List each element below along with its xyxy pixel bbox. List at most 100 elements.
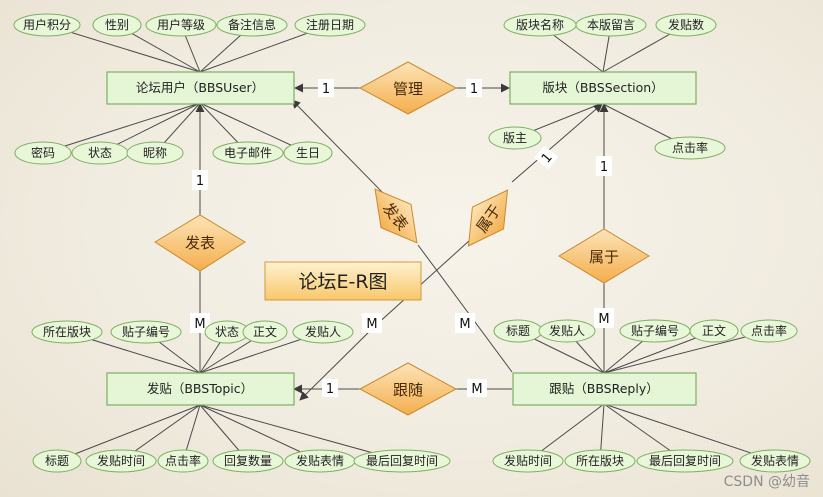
relationship-follow[interactable]: 跟随: [358, 362, 458, 416]
attribute-label: 发贴时间: [504, 453, 552, 468]
attribute-reply-bottom-1[interactable]: 所在版块: [564, 449, 636, 473]
attribute-label: 版块名称: [516, 17, 564, 32]
cardinality-topic-user: 1: [196, 174, 204, 189]
attribute-label: 性别: [105, 18, 129, 32]
attribute-section-bottom-0[interactable]: 版主: [488, 126, 542, 150]
attribute-user-top-0[interactable]: 用户积分: [13, 13, 81, 37]
attribute-topic-top-2[interactable]: 状态: [204, 320, 250, 344]
attribute-label: 所在版块: [576, 454, 624, 468]
attribute-label: 贴子编号: [631, 323, 679, 338]
attribute-label: 注册日期: [306, 17, 354, 32]
attribute-section-bottom-1[interactable]: 点击率: [654, 136, 726, 160]
attribute-label: 用户等级: [157, 17, 205, 32]
attribute-reply-bottom-0[interactable]: 发贴时间: [492, 449, 564, 473]
attribute-layer: 用户积分性别用户等级备注信息注册日期密码状态昵称电子邮件生日版块名称本版留言发贴…: [13, 13, 811, 473]
attribute-label: 发贴数: [668, 17, 704, 32]
relationship-reply-belongs-label: 属于: [589, 248, 619, 266]
attribute-topic-top-4[interactable]: 发贴人: [292, 320, 354, 344]
relationship-reply-belongs[interactable]: 属于: [558, 228, 650, 284]
attribute-label: 状态: [88, 146, 112, 160]
attribute-user-top-1[interactable]: 性别: [92, 13, 142, 37]
cardinality-follow-topic: 1: [326, 382, 334, 397]
attribute-topic-bottom-0[interactable]: 标题: [32, 449, 82, 473]
relationship-topic-belongs[interactable]: 属于: [453, 179, 523, 256]
entity-user-label: 论坛用户（BBSUser）: [136, 80, 264, 95]
attribute-label: 标题: [45, 454, 69, 468]
attribute-user-bottom-0[interactable]: 密码: [14, 141, 72, 165]
relationship-post-topic[interactable]: 发表: [154, 214, 246, 272]
attribute-label: 发贴表情: [296, 453, 344, 468]
attribute-reply-top-1[interactable]: 发贴人: [538, 319, 596, 343]
attribute-user-top-3[interactable]: 备注信息: [216, 13, 288, 37]
entity-topic-label: 发贴（BBSTopic）: [147, 381, 253, 396]
attribute-label: 标题: [506, 324, 530, 338]
attribute-user-bottom-3[interactable]: 电子邮件: [212, 141, 284, 165]
entity-user[interactable]: 论坛用户（BBSUser）: [106, 71, 295, 105]
attribute-reply-top-3[interactable]: 正文: [689, 319, 739, 343]
attribute-topic-bottom-3[interactable]: 回复数量: [212, 449, 284, 473]
attribute-label: 发贴人: [549, 323, 585, 338]
attribute-label: 电子邮件: [224, 146, 272, 160]
attribute-label: 最后回复时间: [366, 454, 438, 468]
relationship-manage-label: 管理: [393, 80, 423, 98]
attribute-user-bottom-1[interactable]: 状态: [71, 141, 129, 165]
relationship-manage[interactable]: 管理: [358, 61, 458, 115]
diagram-title-text: 论坛E-R图: [298, 271, 387, 293]
watermark-text: CSDN @幼音: [724, 473, 810, 490]
attribute-label: 密码: [31, 145, 55, 160]
attribute-label: 用户积分: [23, 17, 71, 32]
attribute-topic-top-0[interactable]: 所在版块: [31, 320, 103, 344]
entity-reply[interactable]: 跟贴（BBSReply）: [512, 372, 697, 406]
attribute-label: 正文: [702, 323, 726, 338]
attribute-label: 发贴表情: [751, 453, 799, 468]
attribute-label: 发贴时间: [97, 453, 145, 468]
attribute-reply-bottom-3[interactable]: 发贴表情: [739, 449, 811, 473]
attribute-label: 正文: [253, 324, 277, 339]
attribute-label: 发贴人: [305, 324, 341, 339]
attribute-topic-bottom-5[interactable]: 最后回复时间: [353, 449, 451, 473]
cardinality-reply-user-many: M: [366, 317, 377, 332]
attribute-reply-bottom-2[interactable]: 最后回复时间: [636, 449, 734, 473]
attribute-label: 版主: [503, 131, 527, 145]
attribute-label: 状态: [215, 325, 239, 339]
attribute-reply-top-2[interactable]: 贴子编号: [619, 319, 691, 343]
attribute-label: 点击率: [672, 140, 708, 155]
attribute-topic-bottom-1[interactable]: 发贴时间: [85, 449, 157, 473]
attribute-label: 昵称: [143, 146, 167, 160]
attribute-user-bottom-4[interactable]: 生日: [283, 141, 333, 165]
attribute-label: 最后回复时间: [649, 454, 721, 468]
attribute-label: 生日: [296, 146, 320, 160]
attribute-topic-top-1[interactable]: 贴子编号: [110, 320, 182, 344]
relationship-post-reply[interactable]: 发表: [360, 178, 432, 255]
cardinality-labels: 1 1 1 M M 1 1 M 1 M M: [190, 79, 614, 397]
entity-reply-label: 跟贴（BBSReply）: [549, 381, 659, 396]
attribute-label: 本版留言: [587, 18, 635, 32]
attribute-label: 所在版块: [43, 325, 91, 339]
attribute-reply-top-4[interactable]: 点击率: [740, 319, 798, 343]
attribute-label: 点击率: [751, 323, 787, 338]
attribute-label: 点击率: [165, 453, 201, 468]
cardinality-follow-reply: M: [471, 382, 482, 397]
cardinality-reply-section: 1: [600, 160, 608, 175]
attribute-section-top-2[interactable]: 发贴数: [655, 13, 717, 37]
cardinality-reply-section-many: M: [598, 312, 609, 327]
attribute-topic-top-3[interactable]: 正文: [242, 320, 288, 344]
attribute-topic-bottom-4[interactable]: 发贴表情: [284, 449, 356, 473]
cardinality-topic-many: M: [194, 317, 205, 332]
attribute-user-top-2[interactable]: 用户等级: [145, 13, 217, 37]
attribute-label: 备注信息: [228, 17, 276, 32]
entity-section-label: 版块（BBSSection）: [542, 80, 663, 95]
attribute-section-top-0[interactable]: 版块名称: [503, 13, 577, 37]
entity-topic[interactable]: 发贴（BBSTopic）: [106, 372, 295, 406]
relationship-post-topic-label: 发表: [185, 234, 215, 252]
relationship-follow-label: 跟随: [393, 381, 423, 399]
attribute-user-bottom-2[interactable]: 昵称: [126, 141, 184, 165]
attribute-section-top-1[interactable]: 本版留言: [575, 13, 647, 37]
entity-section[interactable]: 版块（BBSSection）: [509, 71, 697, 105]
relationship-connectors: [195, 83, 609, 401]
attribute-reply-top-0[interactable]: 标题: [493, 319, 543, 343]
attribute-topic-bottom-2[interactable]: 点击率: [157, 449, 209, 473]
attribute-label: 回复数量: [224, 453, 272, 468]
attribute-user-top-4[interactable]: 注册日期: [294, 13, 366, 37]
